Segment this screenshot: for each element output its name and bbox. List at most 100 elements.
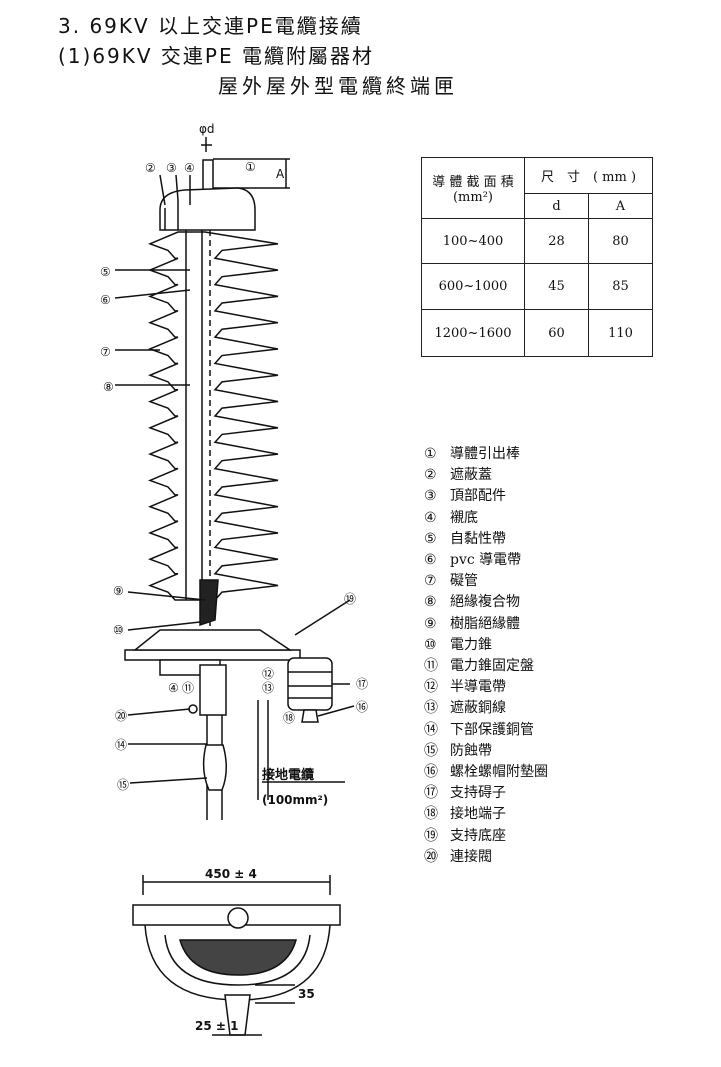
conductor-rod [202,159,214,191]
base-plan-shading [179,939,297,976]
legend-text: 礙管 [450,573,478,590]
support-insulator [287,657,333,711]
legend-number: ⑤ [424,530,437,547]
table-header-area: 導 體 截 面 積 (mm²) [421,157,525,219]
callout-4: ④ [184,161,195,175]
legend-item: ⑦ 礙管 [424,571,548,592]
dim-35-label: 35 [298,987,315,1001]
legend-number: ⑨ [424,615,437,632]
legend-number: ⑧ [424,594,437,611]
legend-item: ⑱ 接地端子 [424,804,548,825]
legend-text: 導體引出棒 [450,446,520,462]
callout-2: ② [145,161,156,175]
leader-3 [175,174,179,201]
callout-13: ⑬ [262,681,274,695]
legend-item: ⑮ 防蝕帶 [424,741,548,762]
callout-15: ⑮ [117,778,129,792]
leader-2 [159,174,166,206]
leader-10 [127,621,201,631]
table-row: 600~1000 45 85 [421,263,653,310]
shield-cap [159,187,256,231]
callout-17: ⑰ [356,677,368,691]
callout-9: ⑨ [113,584,124,598]
legend-text: 自黏性帶 [450,530,506,547]
leader-15 [129,777,208,784]
legend-item: ⑨ 樹脂絕緣體 [424,614,548,635]
ground-cable-size-label: (100mm²) [262,793,328,807]
table-header-area-unit: (mm²) [452,190,493,205]
legend-number: ⑪ [424,658,438,675]
legend-number: ⑦ [424,573,437,590]
leader-16 [317,705,355,717]
legend-text: 電力錐 [450,636,492,653]
callout-4-lower: ④ [168,681,179,695]
legend-text: 頂部配件 [450,488,506,505]
dim-25-label: 25 ± 1 [195,1019,238,1033]
legend-text: 螺栓螺帽附墊圈 [450,764,548,781]
callout-14: ⑭ [115,738,127,752]
table-header-area-label: 導 體 截 面 積 [432,175,514,190]
callout-3: ③ [166,161,177,175]
legend-number: ⑲ [424,827,438,844]
section-heading: 3. 69KV 以上交連PE電纜接續 [58,14,363,38]
callout-20: ⑳ [115,709,127,723]
ground-cable-label: 接地電纜 [262,767,314,783]
base-width-label: 450 ± 4 [205,867,257,881]
table-cell-area: 1200~1600 [421,309,525,357]
callout-12: ⑫ [262,667,274,681]
legend-text: 樹脂絕緣體 [450,615,520,632]
table-cell-d: 45 [524,263,589,310]
phi-d-label: φd [199,122,215,136]
table-cell-a: 110 [588,309,653,357]
support-base [132,629,293,651]
callout-19: ⑲ [344,592,356,606]
table-cell-a: 85 [588,263,653,310]
legend-text: 支持碍子 [450,785,506,802]
leader-6 [114,289,191,299]
legend-number: ③ [424,488,437,505]
legend-text: 接地端子 [450,806,506,823]
legend-number: ② [424,467,437,484]
resin-insulator [199,579,219,627]
callout-8: ⑧ [103,380,114,394]
legend-number: ⑩ [424,636,437,653]
legend-item: ② 遮蔽蓋 [424,465,548,486]
ground-terminal [301,709,319,723]
legend-number: ⑯ [424,764,438,781]
callout-7: ⑦ [100,345,111,359]
legend-number: ⑱ [424,806,438,823]
dimension-table: 導 體 截 面 積 (mm²) 尺 寸 ( mm ) d A 100~400 2… [421,157,653,357]
table-header-a: A [588,193,653,219]
legend-item: ⑩ 電力錐 [424,635,548,656]
support-base-plate [124,649,301,661]
connector-bolt [188,704,198,714]
porcelain-bushing-outline [147,231,279,601]
legend-item: ⑯ 螺栓螺帽附墊圈 [424,762,548,783]
figure-title: 屋外屋外型電纜終端匣 [218,74,458,98]
callout-5: ⑤ [100,265,111,279]
top-fitting-detail [164,200,179,230]
leader-20 [127,708,191,716]
leader-9 [127,591,206,601]
callout-18: ⑱ [283,711,295,725]
legend-number: ⑫ [424,679,438,696]
legend-text: 防蝕帶 [450,742,492,759]
legend-text: 半導電帶 [450,679,506,696]
legend-item: ③ 頂部配件 [424,486,548,507]
legend-number: ⑮ [424,742,438,759]
connecting-valve [199,664,227,716]
legend-text: 遮蔽蓋 [450,467,492,484]
table-cell-area: 100~400 [421,218,525,264]
legend-number: ⑥ [424,552,437,569]
base-plan-bolt-center [227,907,249,929]
table-row: 1200~1600 60 110 [421,309,653,357]
subsection-heading: (1)69KV 交連PE 電纜附屬器材 [58,44,374,68]
callout-10: ⑩ [113,623,124,637]
legend-text: 襯底 [450,509,478,526]
